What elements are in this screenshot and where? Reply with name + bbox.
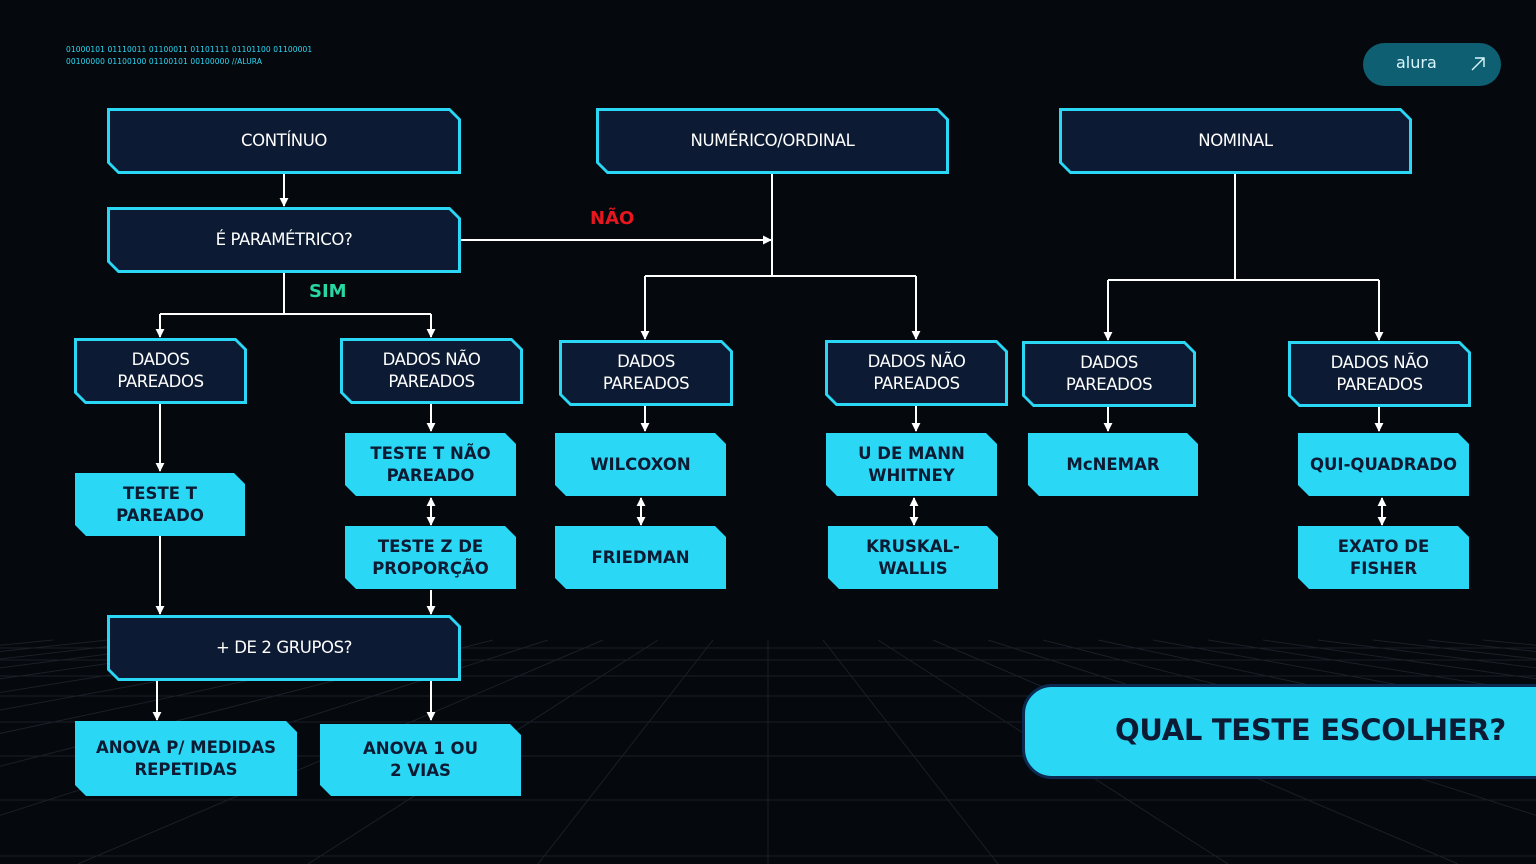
alura-badge-label: alura xyxy=(1396,53,1437,72)
node-nominal: NOMINAL xyxy=(1059,108,1412,174)
test-anova-1-ou-2-vias: ANOVA 1 OU 2 VIAS xyxy=(320,724,521,796)
node-numerico-ordinal: NUMÉRICO/ORDINAL xyxy=(596,108,949,174)
alura-badge[interactable]: alura xyxy=(1363,43,1501,86)
test-friedman: FRIEDMAN xyxy=(555,526,726,589)
test-teste-t-nao-pareado: TESTE T NÃO PAREADO xyxy=(345,433,516,496)
test-wilcoxon-label: WILCOXON xyxy=(590,454,691,474)
label-nao: NÃO xyxy=(590,208,635,229)
test-anova-medidas-repetidas: ANOVA P/ MEDIDAS REPETIDAS xyxy=(75,721,297,796)
test-teste-t-pareado: TESTE T PAREADO xyxy=(75,473,245,536)
node-nominal-dados-pareados-label: DADOS PAREADOS xyxy=(1065,353,1153,394)
binary-code-header: 01000101 01110011 01100011 01101111 0110… xyxy=(66,44,312,68)
test-anova-medidas-repetidas-label: ANOVA P/ MEDIDAS REPETIDAS xyxy=(95,737,277,779)
binary-line-1: 01000101 01110011 01100011 01101111 0110… xyxy=(66,45,313,54)
node-parametrico-label: É PARAMÉTRICO? xyxy=(215,230,353,249)
page-title: QUAL TESTE ESCOLHER? xyxy=(1115,713,1506,747)
node-numerico-dados-pareados: DADOS PAREADOS xyxy=(559,340,733,406)
node-mais-de-2-grupos-label: + DE 2 GRUPOS? xyxy=(215,638,353,657)
test-mcnemar: McNEMAR xyxy=(1028,433,1198,496)
test-teste-t-nao-pareado-label: TESTE T NÃO PAREADO xyxy=(370,443,491,485)
node-continuo-dados-nao-pareados-label: DADOS NÃO PAREADOS xyxy=(382,350,481,391)
test-qui-quadrado: QUI-QUADRADO xyxy=(1298,433,1469,496)
node-nominal-dados-nao-pareados-label: DADOS NÃO PAREADOS xyxy=(1330,353,1429,394)
node-nominal-label: NOMINAL xyxy=(1198,131,1273,150)
title-banner: QUAL TESTE ESCOLHER? xyxy=(1022,684,1536,779)
arrow-up-right-icon xyxy=(1471,57,1485,71)
node-nominal-dados-nao-pareados: DADOS NÃO PAREADOS xyxy=(1288,341,1471,407)
test-anova-1-ou-2-vias-label: ANOVA 1 OU 2 VIAS xyxy=(363,739,478,780)
label-sim: SIM xyxy=(309,281,347,302)
test-exato-de-fisher-label: EXATO DE FISHER xyxy=(1337,536,1430,578)
node-numerico-dados-pareados-label: DADOS PAREADOS xyxy=(602,352,690,393)
node-continuo-dados-pareados-label: DADOS PAREADOS xyxy=(117,350,204,391)
node-numerico-dados-nao-pareados-label: DADOS NÃO PAREADOS xyxy=(867,352,966,393)
test-teste-z-proporcao-label: TESTE Z DE PROPORÇÃO xyxy=(372,536,489,578)
test-qui-quadrado-label: QUI-QUADRADO xyxy=(1310,454,1457,474)
node-numerico-ordinal-label: NUMÉRICO/ORDINAL xyxy=(690,131,855,150)
test-u-de-mann-whitney: U DE MANN WHITNEY xyxy=(826,433,997,496)
test-teste-z-proporcao: TESTE Z DE PROPORÇÃO xyxy=(345,526,516,589)
node-continuo-label: CONTÍNUO xyxy=(240,131,327,150)
test-mcnemar-label: McNEMAR xyxy=(1066,454,1160,474)
node-continuo: CONTÍNUO xyxy=(107,108,461,174)
test-wilcoxon: WILCOXON xyxy=(555,433,726,496)
node-mais-de-2-grupos: + DE 2 GRUPOS? xyxy=(107,615,461,681)
node-nominal-dados-pareados: DADOS PAREADOS xyxy=(1022,341,1196,407)
node-numerico-dados-nao-pareados: DADOS NÃO PAREADOS xyxy=(825,340,1008,406)
node-continuo-dados-pareados: DADOS PAREADOS xyxy=(74,338,247,404)
test-kruskal-wallis: KRUSKAL-WALLIS xyxy=(828,526,998,589)
binary-line-2: 00100000 01100100 01100101 00100000 //AL… xyxy=(66,57,263,66)
test-friedman-label: FRIEDMAN xyxy=(591,547,690,567)
node-continuo-dados-nao-pareados: DADOS NÃO PAREADOS xyxy=(340,338,523,404)
test-exato-de-fisher: EXATO DE FISHER xyxy=(1298,526,1469,589)
test-kruskal-wallis-label: KRUSKAL-WALLIS xyxy=(866,536,960,578)
test-u-de-mann-whitney-label: U DE MANN WHITNEY xyxy=(858,443,965,485)
node-parametrico: É PARAMÉTRICO? xyxy=(107,207,461,273)
test-teste-t-pareado-label: TESTE T PAREADO xyxy=(116,483,204,525)
